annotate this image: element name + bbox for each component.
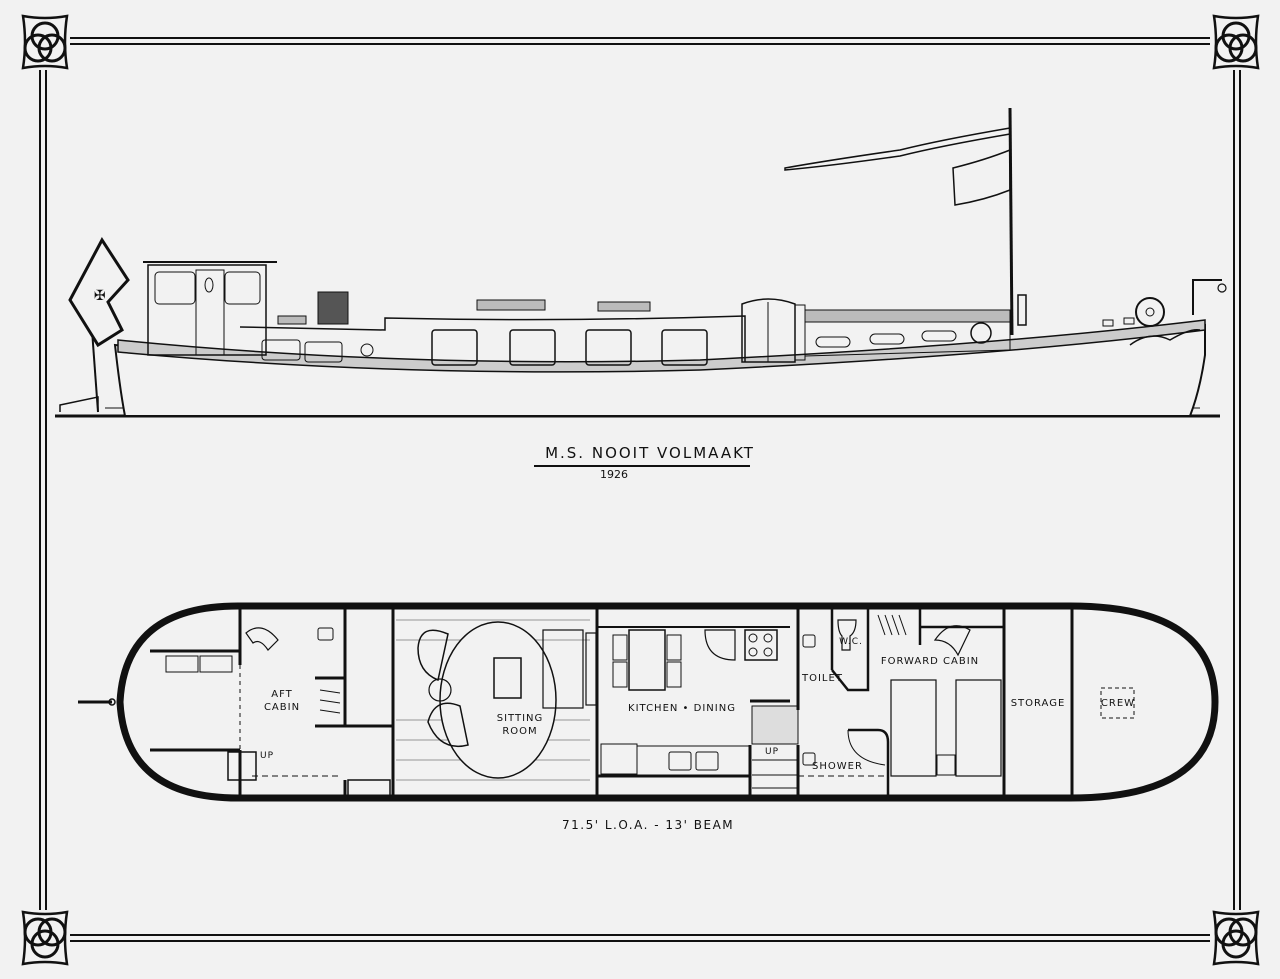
vessel-title: M.S. NOOIT VOLMAAKT: [545, 444, 755, 462]
room-label-crew: CREW: [1100, 698, 1136, 709]
room-label-wc: W.C.: [839, 637, 863, 647]
room-label-shower: SHOWER: [812, 761, 863, 772]
stair-label-mid-up: UP: [764, 747, 779, 757]
svg-text:✠: ✠: [94, 288, 106, 304]
dimensions-caption: 71.5' L.O.A. - 13' BEAM: [562, 818, 735, 832]
celtic-knot-icon: [21, 14, 1260, 966]
build-year: 1926: [600, 468, 628, 481]
room-label-storage: STORAGE: [1010, 698, 1066, 709]
stair-label-aft-up: UP: [259, 751, 274, 761]
room-label-kitchen-dining: KITCHEN • DINING: [628, 703, 736, 714]
border-frame: [39, 37, 1241, 942]
title-underline: [534, 465, 750, 467]
side-elevation: ✠: [55, 107, 1227, 418]
room-label-forward-cabin: FORWARD CABIN: [880, 656, 980, 667]
room-label-toilet: TOILET: [802, 673, 843, 684]
deck-plan: [78, 602, 1219, 802]
